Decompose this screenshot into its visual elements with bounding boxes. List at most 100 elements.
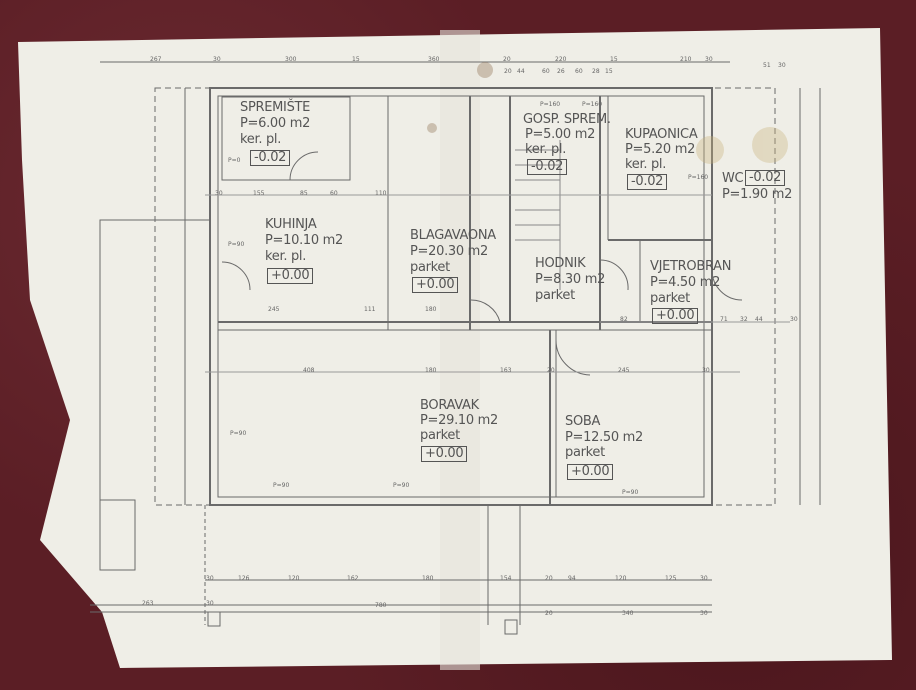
dimension-label: 110 bbox=[375, 190, 387, 197]
room-level: +0.00 bbox=[267, 268, 314, 284]
room-area: P=4.50 m2 bbox=[650, 275, 721, 290]
room-floor: ker. pl. bbox=[240, 132, 282, 147]
room-floor: ker. pl. bbox=[625, 157, 667, 172]
dimension-label: 340 bbox=[622, 610, 634, 617]
room-level: +0.00 bbox=[567, 464, 614, 480]
room-name-wc: WC bbox=[722, 171, 744, 186]
room-name-spremiste: SPREMIŠTE bbox=[240, 100, 311, 115]
paper-fold-shadow bbox=[440, 30, 480, 670]
dimension-label: 125 bbox=[665, 575, 677, 582]
dimension-label: 60 bbox=[542, 68, 550, 75]
dimension-label: 20 bbox=[504, 68, 512, 75]
room-level: -0.02 bbox=[527, 159, 568, 175]
dimension-label: 111 bbox=[364, 306, 376, 313]
dimension-label: 30 bbox=[702, 367, 710, 374]
window-label: P=0 bbox=[228, 157, 241, 164]
room-area: P=5.20 m2 bbox=[625, 142, 696, 157]
room-name-blagavaona: BLAGAVAONA bbox=[410, 228, 496, 243]
dimension-label: 28 bbox=[592, 68, 600, 75]
room-floor: parket bbox=[410, 260, 450, 275]
dimension-label: 44 bbox=[755, 316, 763, 323]
room-floor: ker. pl. bbox=[525, 142, 567, 157]
room-area: P=1.90 m2 bbox=[722, 187, 793, 202]
dimension-label: 300 bbox=[285, 56, 297, 63]
dimension-label: 82 bbox=[620, 316, 628, 323]
dimension-label: 30 bbox=[206, 575, 214, 582]
room-name-vjetrobran: VJETROBRAN bbox=[650, 259, 732, 274]
room-area: P=12.50 m2 bbox=[565, 430, 644, 445]
window-label: P=90 bbox=[228, 241, 245, 248]
window-label: P=160 bbox=[688, 174, 709, 181]
room-level: -0.02 bbox=[627, 174, 668, 190]
dimension-label: 44 bbox=[517, 68, 525, 75]
dimension-label: 15 bbox=[610, 56, 618, 63]
dimension-label: 267 bbox=[150, 56, 162, 63]
room-floor: parket bbox=[565, 445, 605, 460]
dimension-label: 15 bbox=[352, 56, 360, 63]
window-label: P=90 bbox=[273, 482, 290, 489]
room-level: -0.02 bbox=[250, 150, 291, 166]
dimension-label: 180 bbox=[425, 367, 437, 374]
room-area: P=20.30 m2 bbox=[410, 244, 489, 259]
stains bbox=[427, 62, 788, 164]
dimension-label: 30 bbox=[705, 56, 713, 63]
room-level: +0.00 bbox=[652, 308, 699, 324]
room-area: P=8.30 m2 bbox=[535, 272, 606, 287]
room-floor: parket bbox=[535, 288, 575, 303]
dimension-label: 780 bbox=[375, 602, 387, 609]
dimension-label: 154 bbox=[500, 575, 512, 582]
room-level: +0.00 bbox=[412, 277, 459, 293]
dimension-label: 120 bbox=[615, 575, 627, 582]
room-area: P=29.10 m2 bbox=[420, 413, 499, 428]
roof-outline bbox=[154, 87, 776, 506]
dimension-label: 26 bbox=[557, 68, 565, 75]
dimension-label: 30 bbox=[700, 610, 708, 617]
dimension-label: 30 bbox=[778, 62, 786, 69]
room-area: P=6.00 m2 bbox=[240, 116, 311, 131]
dimension-label: 60 bbox=[575, 68, 583, 75]
dimension-label: 30 bbox=[790, 316, 798, 323]
dimension-label: 51 bbox=[763, 62, 771, 69]
dimension-label: 60 bbox=[330, 190, 338, 197]
dimension-label: 15 bbox=[605, 68, 613, 75]
room-area: P=5.00 m2 bbox=[525, 127, 596, 142]
dimension-label: 30 bbox=[700, 575, 708, 582]
room-name-hodnik: HODNIK bbox=[535, 256, 586, 271]
room-level: -0.02 bbox=[745, 170, 786, 186]
dimension-label: 180 bbox=[422, 575, 434, 582]
dimension-label: 245 bbox=[268, 306, 280, 313]
window-label: P=90 bbox=[393, 482, 410, 489]
dimension-label: 20 bbox=[503, 56, 511, 63]
dimension-label: 360 bbox=[428, 56, 440, 63]
window-label: P=160 bbox=[582, 101, 603, 108]
room-floor: parket bbox=[650, 291, 690, 306]
dimension-label: 32 bbox=[740, 316, 748, 323]
window-label: P=160 bbox=[540, 101, 561, 108]
room-name-kuhinja: KUHINJA bbox=[265, 217, 317, 232]
room-level: +0.00 bbox=[421, 446, 468, 462]
dimension-label: 162 bbox=[347, 575, 359, 582]
dimension-label: 94 bbox=[568, 575, 576, 582]
room-name-soba: SOBA bbox=[565, 414, 601, 429]
room-floor: parket bbox=[420, 428, 460, 443]
dimension-label: 180 bbox=[425, 306, 437, 313]
dimension-label: 163 bbox=[500, 367, 512, 374]
dimension-label: 20 bbox=[547, 367, 555, 374]
dimension-label: 71 bbox=[720, 316, 728, 323]
dimension-label: 210 bbox=[680, 56, 692, 63]
dimension-label: 220 bbox=[555, 56, 567, 63]
room-floor: ker. pl. bbox=[265, 249, 307, 264]
room-area: P=10.10 m2 bbox=[265, 233, 344, 248]
dimension-label: 30 bbox=[213, 56, 221, 63]
room-name-kupaonica: KUPAONICA bbox=[625, 127, 698, 142]
dimension-label: 155 bbox=[253, 190, 265, 197]
dimension-label: 120 bbox=[288, 575, 300, 582]
dimension-label: 126 bbox=[238, 575, 250, 582]
dimension-label: 408 bbox=[303, 367, 315, 374]
dimension-label: 20 bbox=[545, 575, 553, 582]
window-label: P=90 bbox=[622, 489, 639, 496]
room-name-boravak: BORAVAK bbox=[420, 398, 479, 413]
dimension-label: 30 bbox=[206, 600, 214, 607]
dimension-label: 20 bbox=[545, 610, 553, 617]
